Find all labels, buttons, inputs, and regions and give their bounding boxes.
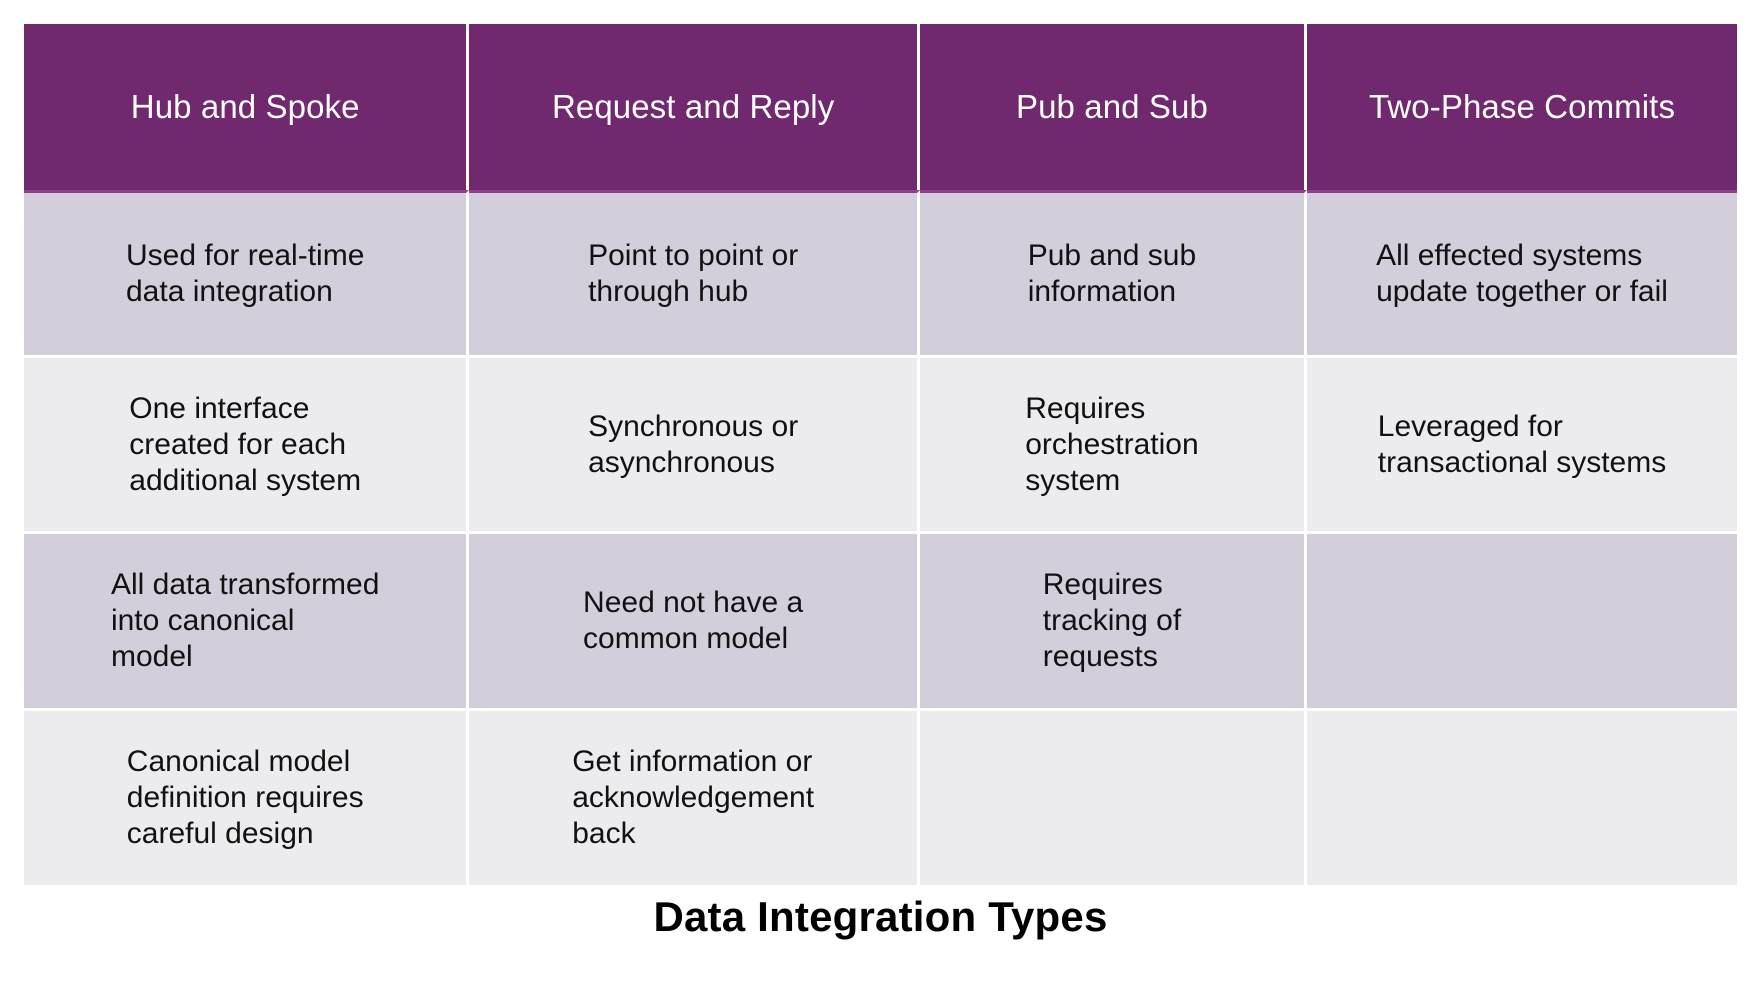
cell-text: Canonical model definition requires care… <box>126 745 364 851</box>
table-cell: Synchronous or asynchronous <box>469 354 920 532</box>
table-header: Hub and Spoke Request and Reply Pub and … <box>24 24 1737 190</box>
cell-text: All effected systems update together or … <box>1376 238 1668 308</box>
table-cell: All effected systems update together or … <box>1307 190 1737 355</box>
table-body: Used for real-time data integration Poin… <box>24 190 1737 885</box>
table-cell: Requires orchestration system <box>919 354 1308 532</box>
cell-text: Requires orchestration system <box>1025 391 1199 497</box>
data-integration-types-table: Hub and Spoke Request and Reply Pub and … <box>24 24 1737 885</box>
table-row: All data transformed into canonical mode… <box>24 531 1737 709</box>
table-cell: Pub and sub information <box>919 190 1308 355</box>
table-cell-empty <box>1307 531 1737 709</box>
table-cell-empty <box>919 708 1308 885</box>
column-header-request-and-reply: Request and Reply <box>469 24 920 190</box>
cell-text: Need not have a common model <box>583 586 804 656</box>
cell-text: Requires tracking of requests <box>1042 568 1182 674</box>
table-cell: Point to point or through hub <box>469 190 920 355</box>
table-row: One interface created for each additiona… <box>24 354 1737 532</box>
cell-text: Synchronous or asynchronous <box>588 409 799 479</box>
table-cell-empty <box>1307 708 1737 885</box>
table-cell: Requires tracking of requests <box>919 531 1308 709</box>
cell-text: Point to point or through hub <box>588 238 799 308</box>
table-cell: Used for real-time data integration <box>24 190 470 355</box>
column-header-hub-and-spoke: Hub and Spoke <box>24 24 470 190</box>
column-header-pub-and-sub: Pub and Sub <box>919 24 1308 190</box>
cell-text: Get information or acknowledgement back <box>572 745 815 851</box>
table-row: Canonical model definition requires care… <box>24 708 1737 885</box>
column-header-two-phase-commits: Two-Phase Commits <box>1307 24 1737 190</box>
table-cell: All data transformed into canonical mode… <box>24 531 470 709</box>
cell-text: Leveraged for transactional systems <box>1377 409 1667 479</box>
table-cell: One interface created for each additiona… <box>24 354 470 532</box>
figure-caption: Data Integration Types <box>653 893 1108 940</box>
comparison-table: Hub and Spoke Request and Reply Pub and … <box>24 24 1737 885</box>
cell-text: One interface created for each additiona… <box>129 391 362 497</box>
table-header-row: Hub and Spoke Request and Reply Pub and … <box>24 24 1737 190</box>
table-cell: Get information or acknowledgement back <box>469 708 920 885</box>
cell-text: Pub and sub information <box>1027 238 1197 308</box>
cell-text: All data transformed into canonical mode… <box>110 568 380 674</box>
table-cell: Leveraged for transactional systems <box>1307 354 1737 532</box>
cell-text: Used for real-time data integration <box>125 238 365 308</box>
table-cell: Need not have a common model <box>469 531 920 709</box>
table-row: Used for real-time data integration Poin… <box>24 190 1737 355</box>
table-cell: Canonical model definition requires care… <box>24 708 470 885</box>
